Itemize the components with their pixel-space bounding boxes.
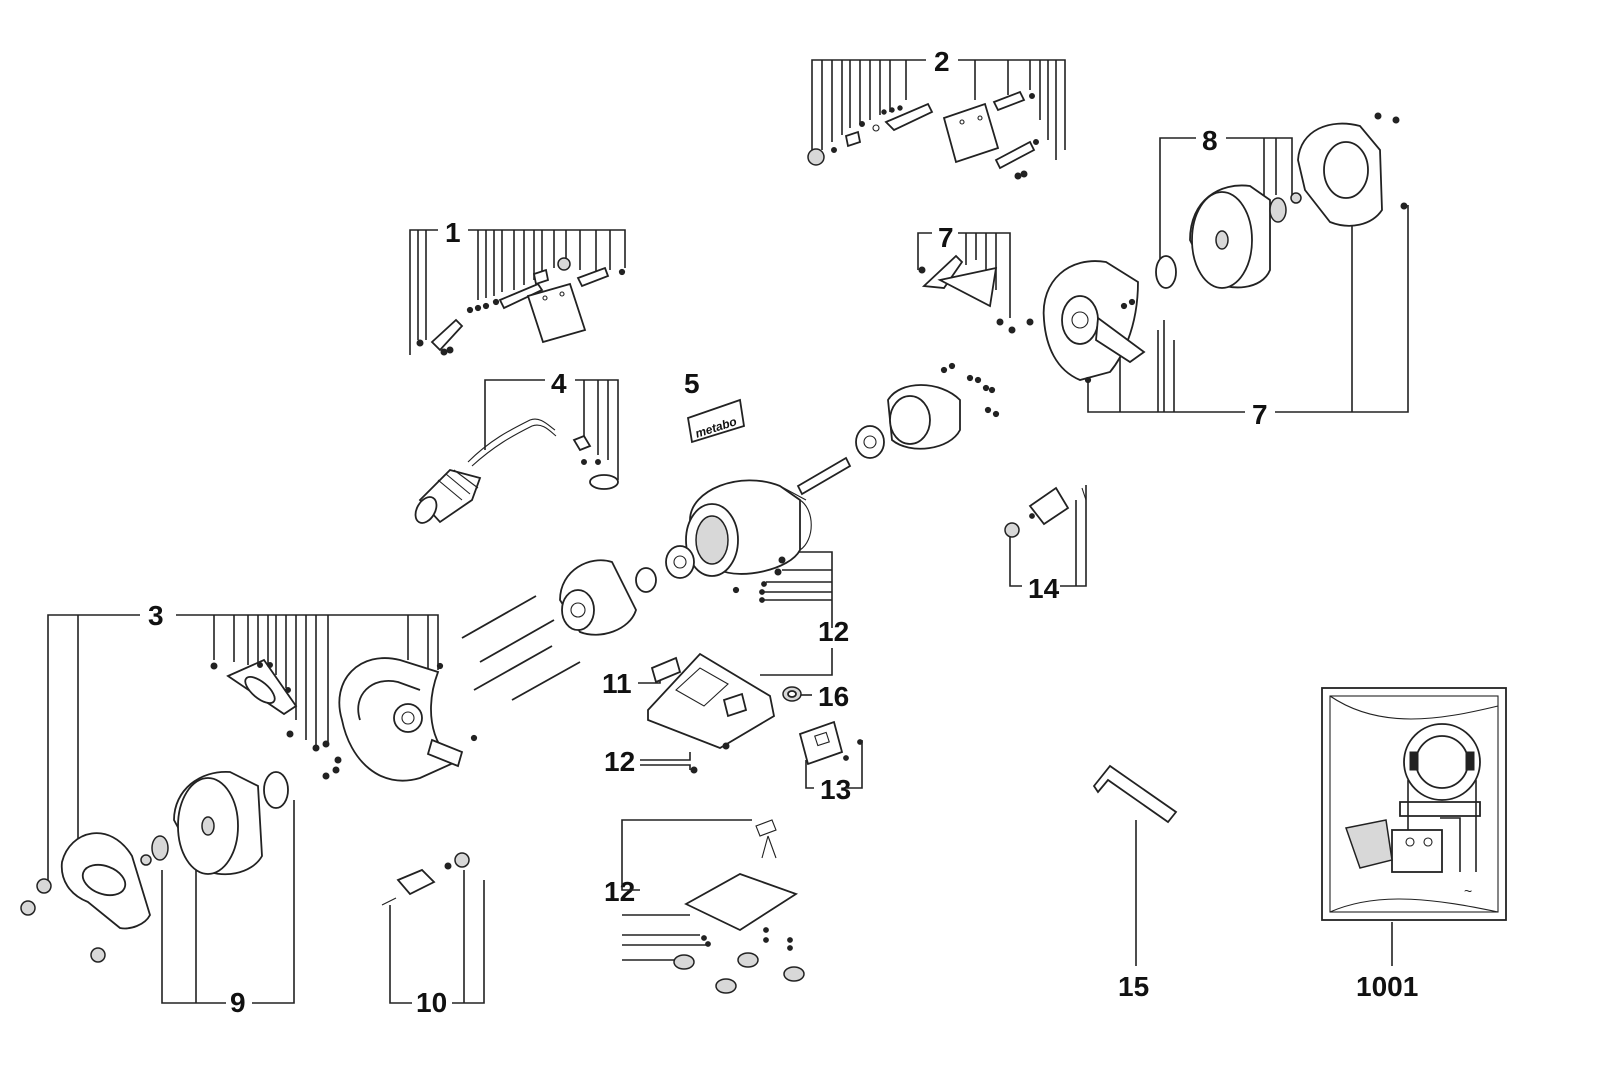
part-4-power-cable — [414, 418, 619, 524]
part-14-tool-rest — [1004, 486, 1087, 538]
callout-8[interactable]: 8 — [1202, 125, 1218, 156]
callout-11[interactable]: 11 — [602, 668, 632, 699]
callout-12-upper[interactable]: 12 — [818, 616, 849, 647]
callout-10[interactable]: 10 — [416, 987, 447, 1018]
callout-7-top[interactable]: 7 — [938, 222, 954, 253]
motor-housing — [685, 362, 1000, 594]
leader-lines — [47, 59, 1409, 1004]
callout-4[interactable]: 4 — [551, 368, 567, 399]
motor-end-shield-left — [461, 545, 695, 701]
part-13-switch-plate — [798, 720, 863, 766]
callout-15[interactable]: 15 — [1118, 971, 1149, 1002]
part-7-right-wheel-guard — [918, 112, 1408, 384]
callout-3[interactable]: 3 — [148, 600, 164, 631]
callout-5[interactable]: 5 — [684, 368, 700, 399]
part-3-left-wheel-guard — [20, 657, 478, 963]
callout-9[interactable]: 9 — [230, 987, 246, 1018]
callout-12-lower[interactable]: 12 — [604, 876, 635, 907]
machine-base — [647, 556, 805, 994]
part-5-nameplate: metabo — [686, 398, 746, 444]
part-10-spark-deflector — [381, 852, 470, 906]
callout-14[interactable]: 14 — [1028, 573, 1060, 604]
callout-12-mid[interactable]: 12 — [604, 746, 635, 777]
callout-16[interactable]: 16 — [818, 681, 849, 712]
part-15-hex-key — [1092, 764, 1178, 824]
part-8-right-grinding-wheel — [1155, 184, 1302, 289]
part-1001-wiring-diagram: ~ — [1321, 687, 1507, 921]
callout-1[interactable]: 1 — [445, 217, 461, 248]
callout-2[interactable]: 2 — [934, 46, 950, 77]
part-2-switch-assembly — [807, 90, 1039, 180]
callout-7-right[interactable]: 7 — [1252, 399, 1268, 430]
ac-symbol: ~ — [1464, 883, 1472, 899]
callout-1001[interactable]: 1001 — [1356, 971, 1418, 1002]
part-16-grommet — [782, 686, 802, 702]
part-1-cable-clamp-assembly — [416, 257, 626, 356]
part-9-left-grinding-wheel — [140, 771, 289, 876]
part-11-label-plate — [650, 656, 682, 684]
callout-13[interactable]: 13 — [820, 774, 851, 805]
